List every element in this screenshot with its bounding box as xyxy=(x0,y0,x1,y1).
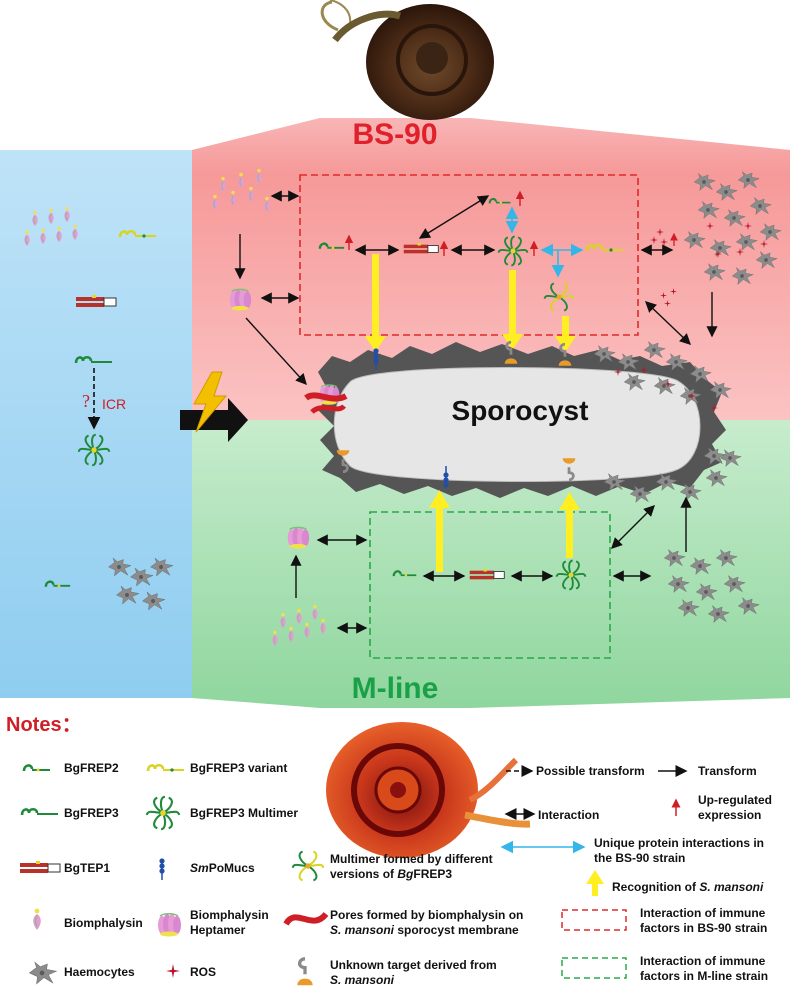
lightning-arrow xyxy=(180,371,248,442)
legend-frep2-icon xyxy=(22,764,52,773)
question-mark: ? xyxy=(82,391,90,411)
legend-heptamer-icon xyxy=(157,913,182,938)
legend-bgtep1: BgTEP1 xyxy=(64,861,111,875)
legend-transform: Transform xyxy=(698,764,757,778)
legend-frep3-icon xyxy=(20,807,60,817)
legend-ros-icon xyxy=(166,964,180,978)
legend-tep1-icon xyxy=(19,860,61,874)
mline-interaction-box xyxy=(369,511,611,659)
legend-recognition: Recognition of S. mansoni xyxy=(612,880,764,894)
icr-label: ICR xyxy=(102,396,127,412)
mline-recognition-arrows xyxy=(429,490,580,572)
sporocyst-pore-heptamer xyxy=(304,384,348,415)
bs90-ros-upregulated xyxy=(650,228,678,246)
notes-title: Notes： xyxy=(6,714,82,736)
legend-bgfrep3-variant: BgFREP3 variant xyxy=(190,761,288,775)
legend-pomuc-icon xyxy=(158,858,166,880)
left-panel xyxy=(0,150,192,698)
bs90-heptamer-icon xyxy=(229,288,252,312)
mline-title: M-line xyxy=(351,672,439,705)
bs90-snail-image xyxy=(320,0,494,120)
legend-haemocytes: Haemocytes xyxy=(64,965,135,979)
legend-possible-transform: Possible transform xyxy=(536,764,645,778)
legend-bgfrep3-multimer: BgFREP3 Multimer xyxy=(190,806,299,820)
bs90-panel xyxy=(192,118,790,420)
mline-heptamer-icon xyxy=(287,526,310,550)
bs90-title: BS-90 xyxy=(352,118,438,151)
legend-ros: ROS xyxy=(190,965,217,979)
legend-bs90-box xyxy=(561,909,627,931)
legend-bgfrep3: BgFREP3 xyxy=(64,806,119,820)
legend-unknown-target-icon xyxy=(295,957,315,987)
legend-recognition-arrow xyxy=(586,870,604,896)
bs90-recognition-arrows xyxy=(365,254,576,352)
legend-icons xyxy=(19,763,688,987)
bs90-interaction-box xyxy=(299,174,639,336)
legend-biomphalysin: Biomphalysin xyxy=(64,916,143,930)
sporocyst xyxy=(318,342,726,498)
legend-haemocyte-icon xyxy=(28,961,57,985)
legend-multimer-icon xyxy=(145,795,181,831)
mline-snail-image xyxy=(326,722,531,858)
legend-interaction: Interaction xyxy=(538,808,600,822)
legend-pore-icon xyxy=(283,911,329,926)
legend-biomphalysin-icon xyxy=(32,908,42,931)
legend-bgfrep2: BgFREP2 xyxy=(64,761,119,775)
legend-frep3-variant-icon xyxy=(146,763,186,773)
legend-smpomucs: SmPoMucs xyxy=(190,861,255,875)
sporocyst-label: Sporocyst xyxy=(451,395,589,426)
legend-mixed-multimer-icon xyxy=(291,850,325,882)
legend-mline-box xyxy=(561,957,627,979)
